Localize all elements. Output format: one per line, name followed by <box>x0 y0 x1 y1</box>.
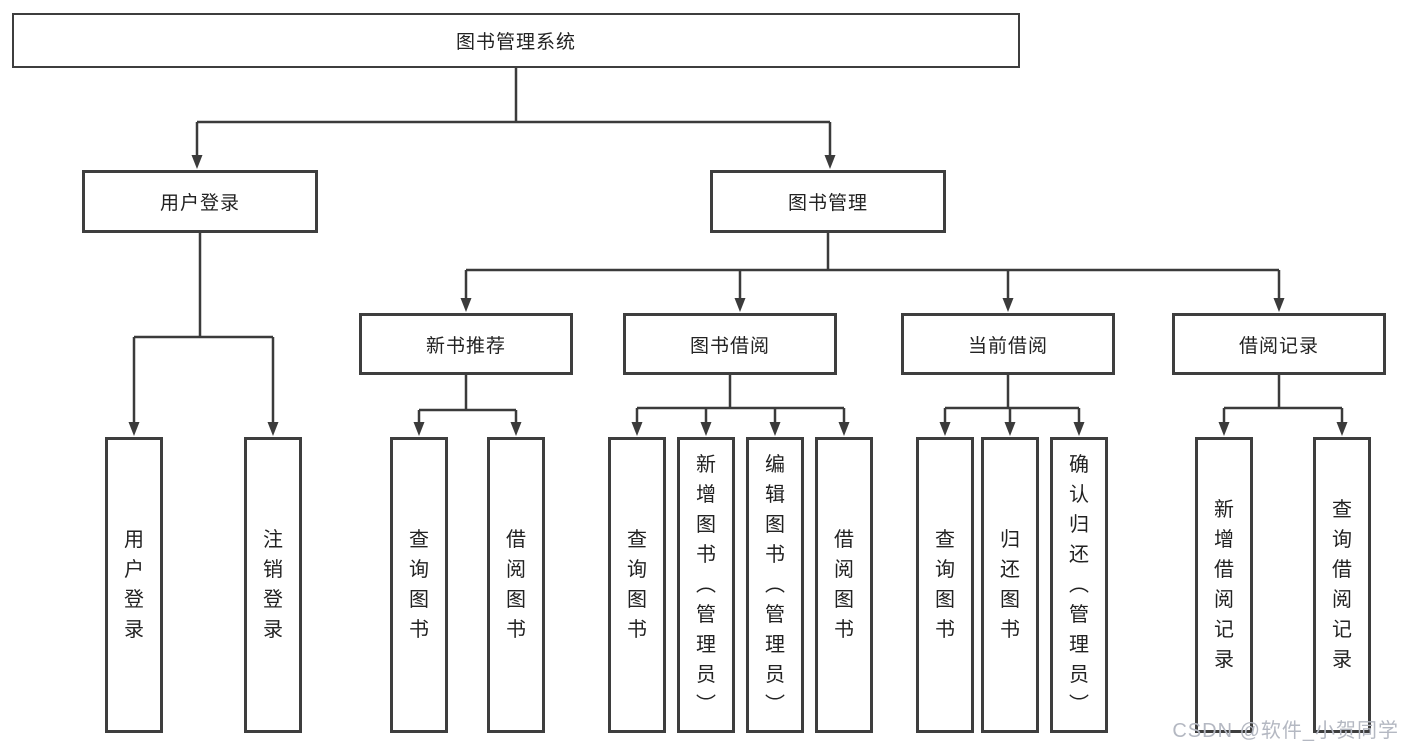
leaf-label: 借 阅 图 书 <box>834 529 854 641</box>
leaf-user-login: 用 户 登 录 <box>105 437 163 733</box>
leaf-label: 归 还 图 书 <box>1000 529 1020 641</box>
leaf-borrow-books: 借 阅 图 书 <box>815 437 873 733</box>
node-library-system: 图书管理系统 <box>12 13 1020 68</box>
node-current-borrow: 当前借阅 <box>901 313 1115 375</box>
leaf-label: 注 销 登 录 <box>263 529 283 641</box>
leaf-label: 用 户 登 录 <box>124 529 144 641</box>
node-borrow-records: 借阅记录 <box>1172 313 1386 375</box>
leaf-label: 查 询 借 阅 记 录 <box>1332 499 1352 671</box>
leaf-label: 借 阅 图 书 <box>506 529 526 641</box>
node-user-login: 用户登录 <box>82 170 318 233</box>
arrowheads <box>128 155 1348 436</box>
leaf-add-borrow-record: 新 增 借 阅 记 录 <box>1195 437 1253 733</box>
leaf-label: 新 增 借 阅 记 录 <box>1214 499 1234 671</box>
node-book-management: 图书管理 <box>710 170 946 233</box>
leaf-label: 新 增 图 书 ︵ 管 理 员 ︶ <box>696 454 716 716</box>
leaf-label: 确 认 归 还 ︵ 管 理 员 ︶ <box>1069 454 1089 716</box>
leaf-edit-books-admin: 编 辑 图 书 ︵ 管 理 员 ︶ <box>746 437 804 733</box>
leaf-logout: 注 销 登 录 <box>244 437 302 733</box>
leaf-label: 查 询 图 书 <box>935 529 955 641</box>
leaf-label: 查 询 图 书 <box>409 529 429 641</box>
csdn-watermark: CSDN @软件_小贺同学 <box>1172 720 1399 742</box>
node-book-borrow: 图书借阅 <box>623 313 837 375</box>
leaf-query-books: 查 询 图 书 <box>608 437 666 733</box>
leaf-borrow-books: 借 阅 图 书 <box>487 437 545 733</box>
leaf-add-books-admin: 新 增 图 书 ︵ 管 理 员 ︶ <box>677 437 735 733</box>
node-new-book-recommend: 新书推荐 <box>359 313 573 375</box>
leaf-query-borrow-record: 查 询 借 阅 记 录 <box>1313 437 1371 733</box>
leaf-query-books: 查 询 图 书 <box>916 437 974 733</box>
leaf-confirm-return-admin: 确 认 归 还 ︵ 管 理 员 ︶ <box>1050 437 1108 733</box>
leaf-label: 编 辑 图 书 ︵ 管 理 员 ︶ <box>765 454 785 716</box>
leaf-query-books: 查 询 图 书 <box>390 437 448 733</box>
leaf-label: 查 询 图 书 <box>627 529 647 641</box>
leaf-return-books: 归 还 图 书 <box>981 437 1039 733</box>
